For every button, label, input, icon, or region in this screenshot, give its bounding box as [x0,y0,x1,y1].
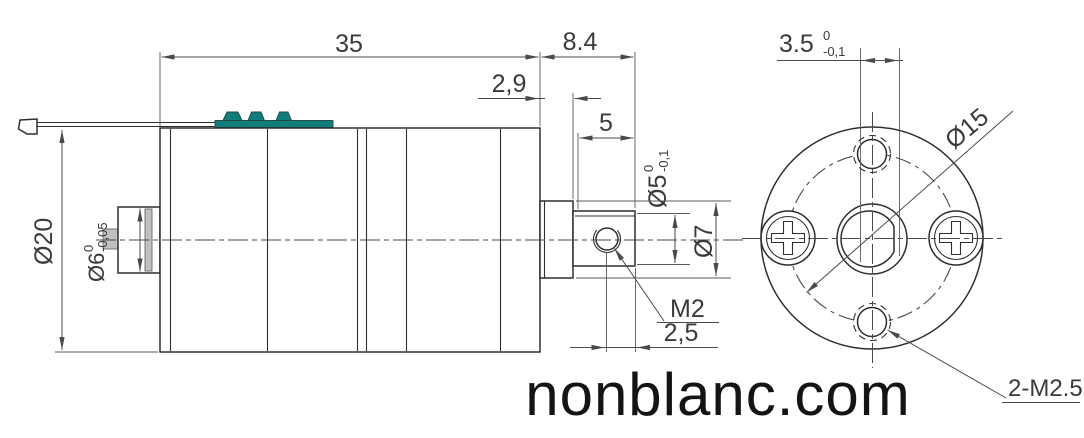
dim-front-length-label: 8.4 [563,28,598,56]
dim-rear-boss-tol-lower: -0,05 [95,222,110,252]
fpc-connector-icon [275,111,293,121]
phillips-cross-icon [938,220,974,256]
dim-shaft-flat-tol-upper: 0 [823,28,830,43]
dim-shaft-flat-label: 3.5 [779,30,814,58]
output-shaft [572,210,636,267]
watermark: nonblanc.com [525,361,911,428]
front-center-lines [742,112,1006,368]
leader-shaft-thread: M2 [614,248,719,323]
side-view: 35 8.4 2,9 5 Ø20 [17,28,744,353]
dim-shaft-tol-lower: -0,1 [656,150,671,172]
dim-thread-offset-label: 2,5 [664,319,699,347]
front-view: 3.5 0 -0,1 Ø15 2-M2.5 [742,28,1083,403]
leader-shaft-thread-label: M2 [670,295,705,323]
leader-bolt-circle-label: Ø15 [940,103,994,155]
dim-rear-boss-tol-upper: 0 [81,245,96,252]
fpc-connector-icon [247,111,266,121]
dim-shaft-length-label: 5 [599,109,613,137]
dim-flange-diameter: Ø7 [576,200,731,279]
dim-rear-boss-diameter: Ø6 0 -0,05 [81,208,143,282]
dim-flange-diameter-label: Ø7 [690,225,718,258]
wire [37,121,216,128]
fpc-connector-icon [222,111,243,121]
dim-flange-thickness-label: 2,9 [492,70,527,98]
fpc-ribbon [214,111,334,128]
dim-body-diameter: Ø20 [30,130,158,353]
leader-mounting-holes-label: 2-M2.5 [1008,375,1083,402]
dim-body-diameter-label: Ø20 [30,218,58,265]
dim-shaft-diameter: Ø5 0 -0,1 [637,150,690,265]
dim-shaft-diameter-label: Ø5 [644,175,672,208]
dim-front-length: 8.4 [541,28,636,208]
dim-rear-boss-diameter-label: Ø6 [84,253,109,282]
dim-body-length-label: 35 [335,30,363,58]
m2-thread-arc [592,224,622,254]
dim-shaft-length: 5 [577,109,634,209]
phillips-cross-icon [770,220,806,256]
dim-shaft-tol-upper: 0 [641,165,656,172]
dim-body-length: 35 [159,30,541,126]
fpc-ribbon-body [214,120,334,128]
m2-hole [595,227,619,251]
dim-thread-offset: 2,5 [570,252,718,352]
dim-flange-thickness: 2,9 [478,70,601,199]
leader-mounting-holes: 2-M2.5 [887,329,1083,403]
dim-shaft-flat-tol-lower: -0,1 [823,44,845,59]
wire-connector [17,118,38,135]
dim-shaft-flat: 3.5 0 -0,1 [777,28,903,262]
